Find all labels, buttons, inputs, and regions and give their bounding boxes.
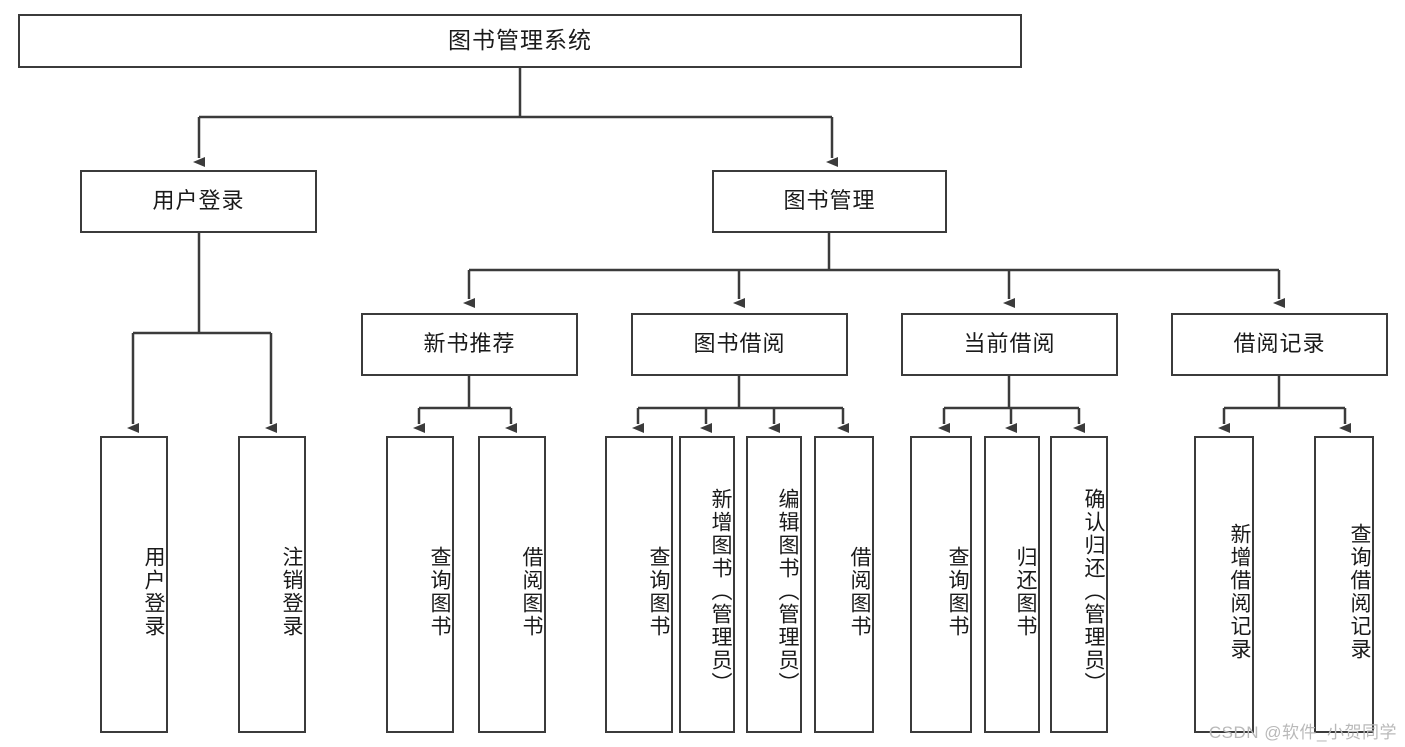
leaf-return-book[interactable]: 归还图书 <box>984 436 1040 733</box>
node-borrow-record[interactable]: 借阅记录 <box>1171 313 1388 376</box>
node-label: 查询图书 <box>647 545 670 638</box>
node-label: 图书管理 <box>783 188 876 214</box>
leaf-query-book-recommend[interactable]: 查询图书 <box>386 436 454 733</box>
node-label: 查询图书 <box>946 545 969 638</box>
leaf-edit-book-admin[interactable]: 编辑图书（管理员） <box>746 436 802 733</box>
node-label: 图书管理系统 <box>448 27 592 54</box>
node-current-borrow[interactable]: 当前借阅 <box>901 313 1118 376</box>
node-label: 编辑图书（管理员） <box>776 488 799 695</box>
leaf-confirm-return-admin[interactable]: 确认归还（管理员） <box>1050 436 1108 733</box>
leaf-user-login[interactable]: 用户登录 <box>100 436 168 733</box>
node-label: 借阅图书 <box>848 545 871 638</box>
node-label: 查询借阅记录 <box>1348 522 1371 661</box>
node-label: 借阅图书 <box>520 545 543 638</box>
leaf-query-borrow-record[interactable]: 查询借阅记录 <box>1314 436 1374 733</box>
node-label: 归还图书 <box>1014 545 1037 638</box>
node-book-management[interactable]: 图书管理 <box>712 170 947 233</box>
leaf-borrow-book[interactable]: 借阅图书 <box>814 436 874 733</box>
leaf-borrow-book-recommend[interactable]: 借阅图书 <box>478 436 546 733</box>
node-label: 用户登录 <box>142 545 165 638</box>
leaf-add-borrow-record[interactable]: 新增借阅记录 <box>1194 436 1254 733</box>
node-label: 新书推荐 <box>423 331 516 357</box>
node-label: 借阅记录 <box>1233 331 1326 357</box>
node-root[interactable]: 图书管理系统 <box>18 14 1022 68</box>
node-user-login[interactable]: 用户登录 <box>80 170 317 233</box>
node-label: 图书借阅 <box>693 331 786 357</box>
csdn-watermark: CSDN @软件_小贺同学 <box>1208 723 1397 742</box>
node-label: 用户登录 <box>152 188 245 214</box>
node-label: 新增图书（管理员） <box>709 488 732 695</box>
node-book-borrow[interactable]: 图书借阅 <box>631 313 848 376</box>
node-label: 当前借阅 <box>963 331 1056 357</box>
leaf-query-book-borrow[interactable]: 查询图书 <box>605 436 673 733</box>
node-label: 查询图书 <box>428 545 451 638</box>
node-label: 确认归还（管理员） <box>1082 488 1105 695</box>
leaf-logout[interactable]: 注销登录 <box>238 436 306 733</box>
leaf-query-book-current[interactable]: 查询图书 <box>910 436 972 733</box>
node-label: 注销登录 <box>280 545 303 638</box>
leaf-add-book-admin[interactable]: 新增图书（管理员） <box>679 436 735 733</box>
node-label: 新增借阅记录 <box>1228 522 1251 661</box>
node-new-book-recommend[interactable]: 新书推荐 <box>361 313 578 376</box>
